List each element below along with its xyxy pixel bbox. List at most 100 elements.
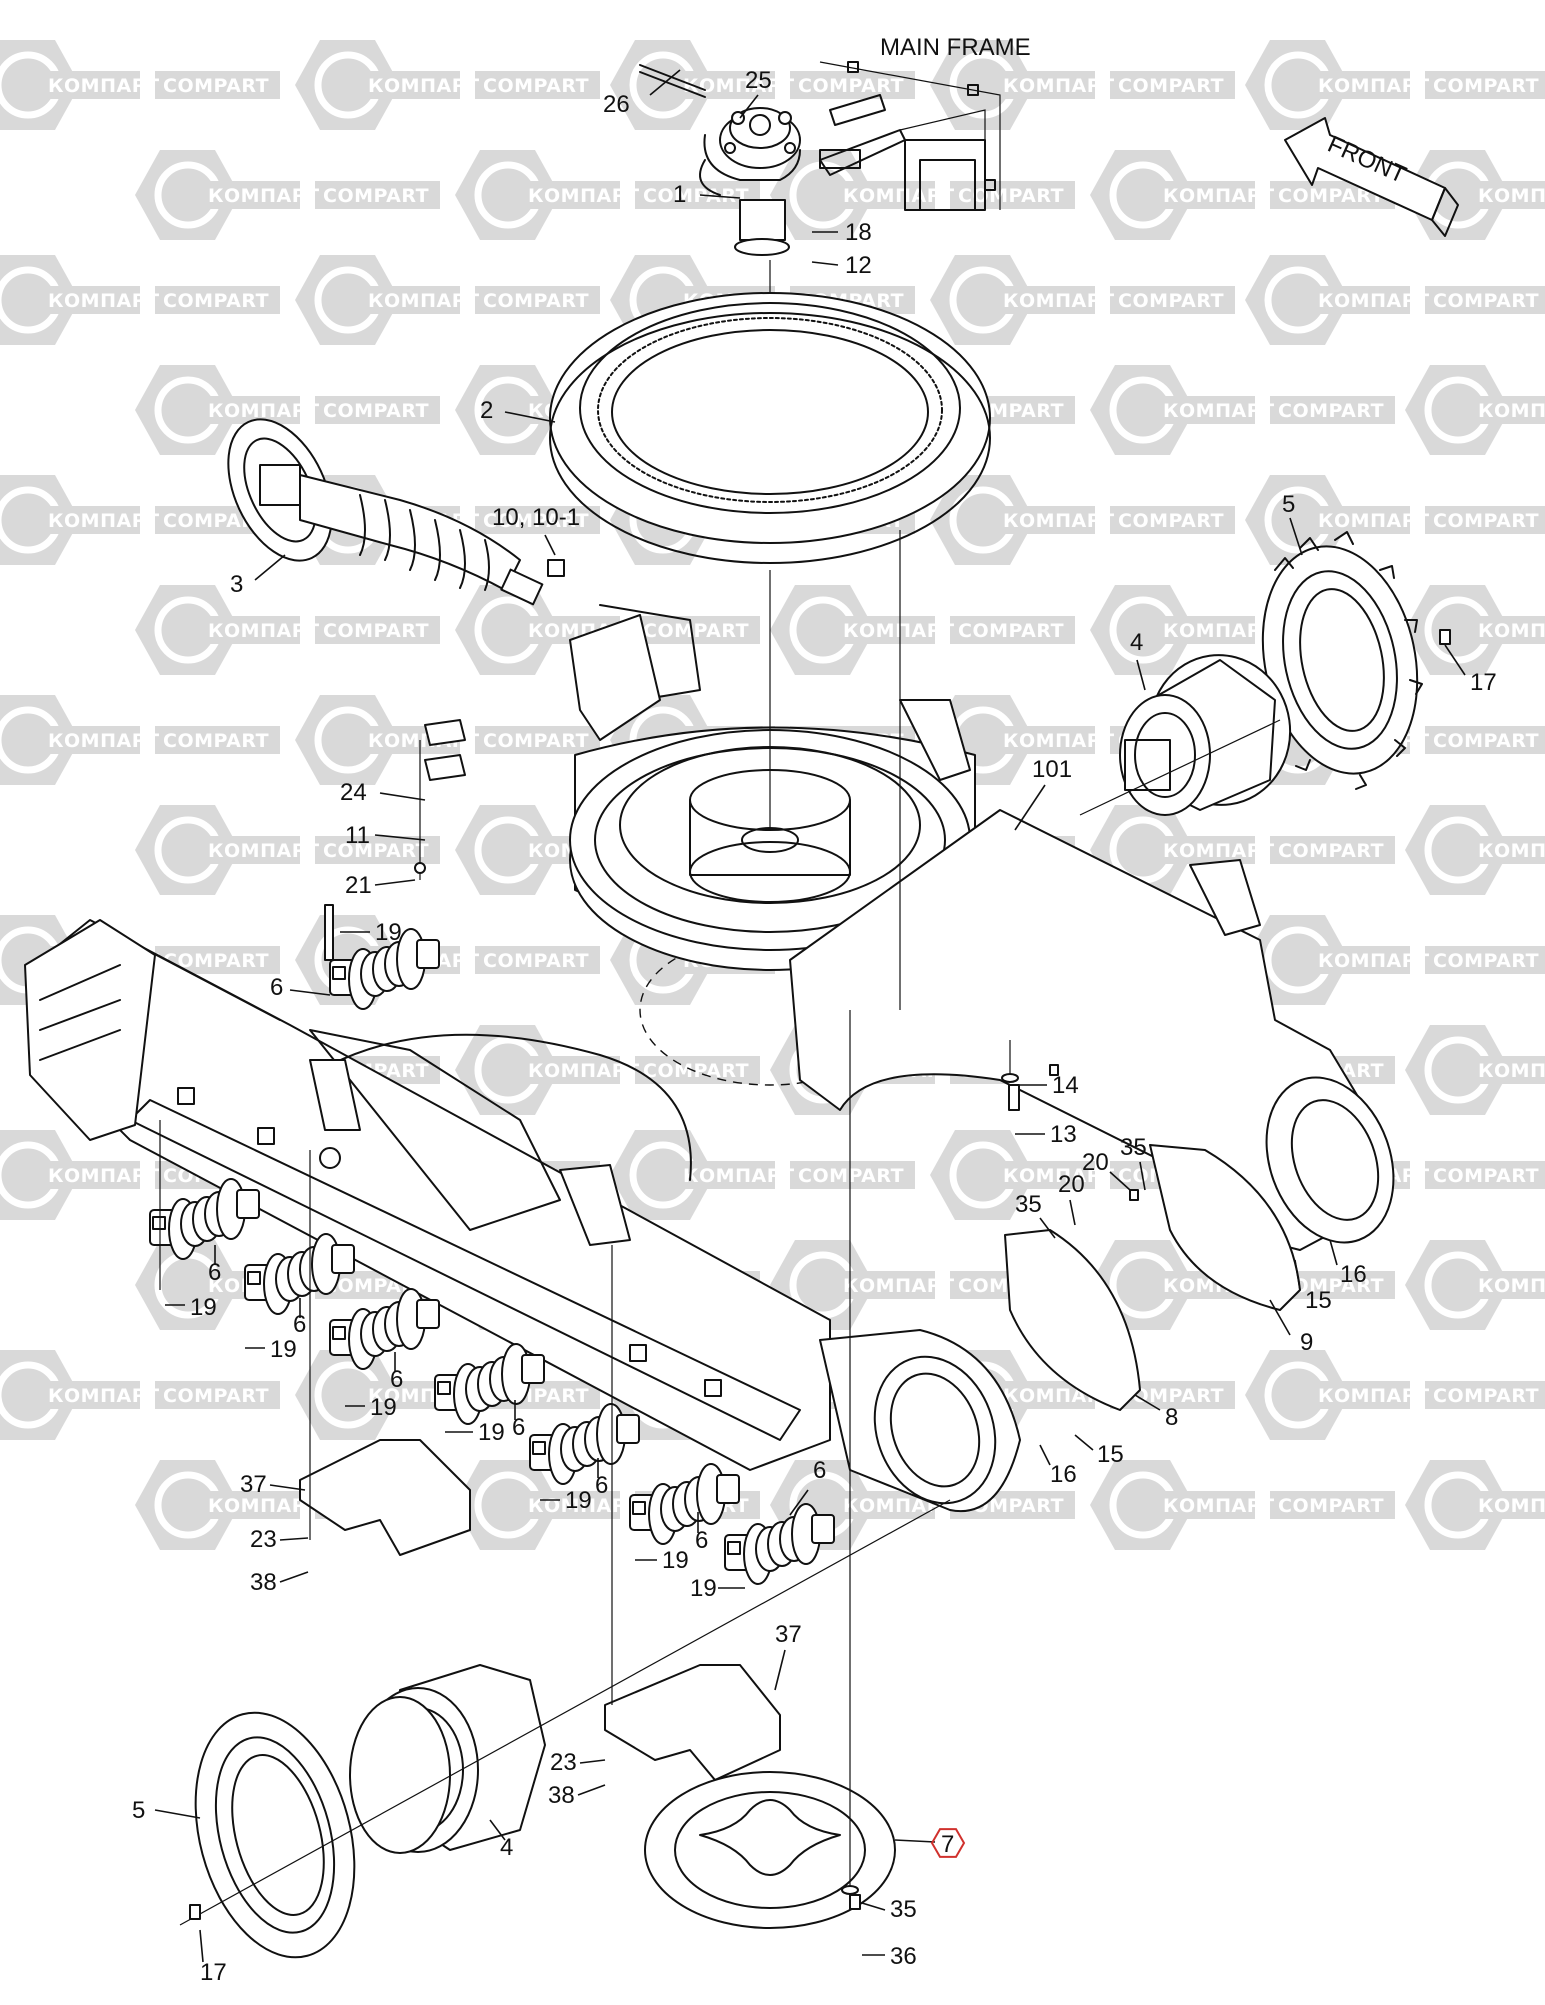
callout-c6d: 6: [390, 1352, 403, 1393]
callout-c2: 2: [480, 397, 556, 424]
watermark-text: COMPART: [1278, 1275, 1384, 1297]
callout-c1: 1: [673, 181, 741, 208]
callout-c26: 26: [603, 69, 681, 118]
dozer-blade: [24, 919, 156, 1141]
watermark-text: КОМПАРТ: [683, 1165, 795, 1187]
track-roller: [724, 1503, 835, 1585]
watermark-text: КОМПАРТ: [1163, 1495, 1275, 1517]
main-frame-label: MAIN FRAME: [880, 34, 1031, 61]
watermark-text: COMPART: [163, 730, 269, 752]
callout-label: 17: [200, 1959, 227, 1986]
watermark-text: КОМПАРТ: [208, 1495, 320, 1517]
callout-label: 7: [941, 1831, 954, 1858]
watermark-text: COMPART: [1118, 290, 1224, 312]
watermark-text: КОМПАРТ: [1318, 510, 1430, 532]
callout-c6h: 6: [789, 1457, 826, 1516]
callout-label: 37: [775, 1621, 802, 1648]
callout-label: 6: [512, 1414, 525, 1441]
swivel-joint: [639, 64, 801, 420]
watermark-text: COMPART: [1118, 510, 1224, 532]
callout-c6a: 6: [270, 974, 331, 1001]
callout-c20b: 20: [1058, 1171, 1085, 1226]
watermark-text: КОМПАРТ: [1163, 620, 1275, 642]
watermark-text: КОМПАРТ: [208, 620, 320, 642]
callout-c101: 101: [1014, 756, 1072, 831]
callout-c19c: 19: [245, 1336, 297, 1363]
callout-label: 24: [340, 779, 367, 806]
callout-label: 10, 10-1: [492, 504, 580, 531]
callout-c14: 14: [1017, 1072, 1079, 1099]
callout-label: 4: [1130, 629, 1143, 656]
callout-label: 20: [1058, 1171, 1085, 1198]
callout-label: 6: [293, 1311, 306, 1338]
callout-label: 6: [595, 1472, 608, 1499]
watermark-text: КОМПАРТ: [48, 75, 160, 97]
callout-label: 3: [230, 571, 243, 598]
callout-label: 35: [1120, 1134, 1147, 1161]
callout-c5a: 5: [1282, 491, 1303, 556]
callout-c19g: 19: [635, 1547, 689, 1574]
callout-label: 23: [550, 1749, 577, 1776]
callout-label: 17: [1470, 669, 1497, 696]
callout-c15a: 15: [1294, 1259, 1332, 1314]
watermark-text: COMPART: [323, 400, 429, 422]
callout-label: 8: [1165, 1404, 1178, 1431]
track-roller: [329, 928, 440, 1010]
watermark-text: COMPART: [483, 75, 589, 97]
callout-label: 9: [1300, 1329, 1313, 1356]
callout-label: 19: [662, 1547, 689, 1574]
watermark-text: КОМПАРТ: [1163, 185, 1275, 207]
callout-label: 6: [390, 1366, 403, 1393]
watermark-text: КОМПАРТ: [208, 400, 320, 422]
callout-label: 21: [345, 872, 372, 899]
watermark-text: КОМПАРТ: [208, 840, 320, 862]
callout-c35c: 35: [861, 1896, 917, 1923]
watermark-text: COMPART: [798, 1165, 904, 1187]
watermark-text: КОМПАРТ: [1478, 620, 1545, 642]
watermark-text: КОМПАРТ: [1478, 185, 1545, 207]
callout-label: 5: [132, 1797, 145, 1824]
watermark-text: COMPART: [1278, 840, 1384, 862]
callout-label: 15: [1305, 1287, 1332, 1314]
callout-c35a: 35: [1120, 1134, 1147, 1191]
callout-label: 6: [208, 1259, 221, 1286]
watermark-text: КОМПАРТ: [1163, 840, 1275, 862]
watermark-text: КОМПАРТ: [368, 75, 480, 97]
callout-label: 5: [1282, 491, 1295, 518]
callout-c15b: 15: [1074, 1434, 1124, 1468]
sprocket-lower: [194, 1711, 356, 1959]
watermark-text: COMPART: [323, 620, 429, 642]
callout-label: 2: [480, 397, 493, 424]
watermark-text: КОМПАРТ: [48, 290, 160, 312]
watermark-text: COMPART: [483, 510, 589, 532]
callout-label: 36: [890, 1943, 917, 1970]
watermark-text: КОМПАРТ: [1478, 840, 1545, 862]
callout-c6e: 6: [512, 1400, 525, 1441]
watermark-text: КОМПАРТ: [1003, 1165, 1115, 1187]
callout-label: 20: [1082, 1149, 1109, 1176]
watermark-text: КОМПАРТ: [1003, 75, 1115, 97]
callout-c4b: 4: [489, 1819, 513, 1861]
watermark-text: КОМПАРТ: [208, 185, 320, 207]
callout-label: 18: [845, 219, 872, 246]
callout-c35b: 35: [1015, 1191, 1056, 1239]
watermark-text: КОМПАРТ: [1003, 730, 1115, 752]
callout-label: 26: [603, 91, 630, 118]
cover-plate-8: [1004, 1229, 1141, 1411]
callout-c19d: 19: [345, 1394, 397, 1421]
watermark-text: COMPART: [1433, 290, 1539, 312]
callout-c5b: 5: [132, 1797, 201, 1824]
callout-c25: 25: [739, 67, 772, 119]
watermark-text: COMPART: [483, 730, 589, 752]
